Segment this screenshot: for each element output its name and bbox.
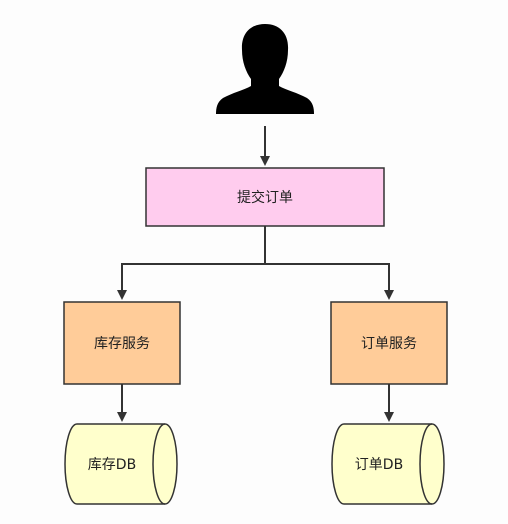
node-inventory-service-box [63,301,181,385]
node-inventory-service[interactable]: 库存服务 [63,301,181,385]
node-order-db-label: 订单DB [355,457,403,473]
user-silhouette-icon [216,24,314,114]
node-submit-order[interactable]: 提交订单 [145,167,385,227]
connectors [117,126,394,422]
node-order-service-box [330,301,448,385]
node-order-db-cap [419,423,433,505]
node-order-service-label: 订单服务 [361,336,417,352]
node-order-service[interactable]: 订单服务 [330,301,448,385]
node-inventory-service-label: 库存服务 [94,336,150,352]
node-submit-order-label: 提交订单 [237,189,293,206]
node-submit-order-box [145,167,385,227]
node-order-db[interactable]: 订单DB [331,423,445,505]
node-inventory-db-label: 库存DB [88,457,136,473]
edge-submit-order-to-inventory-service [117,226,266,300]
node-inventory-db[interactable]: 库存DB [64,423,178,505]
node-inventory-db-cap [152,423,166,505]
edge-submit-order-to-order-service [265,263,394,300]
